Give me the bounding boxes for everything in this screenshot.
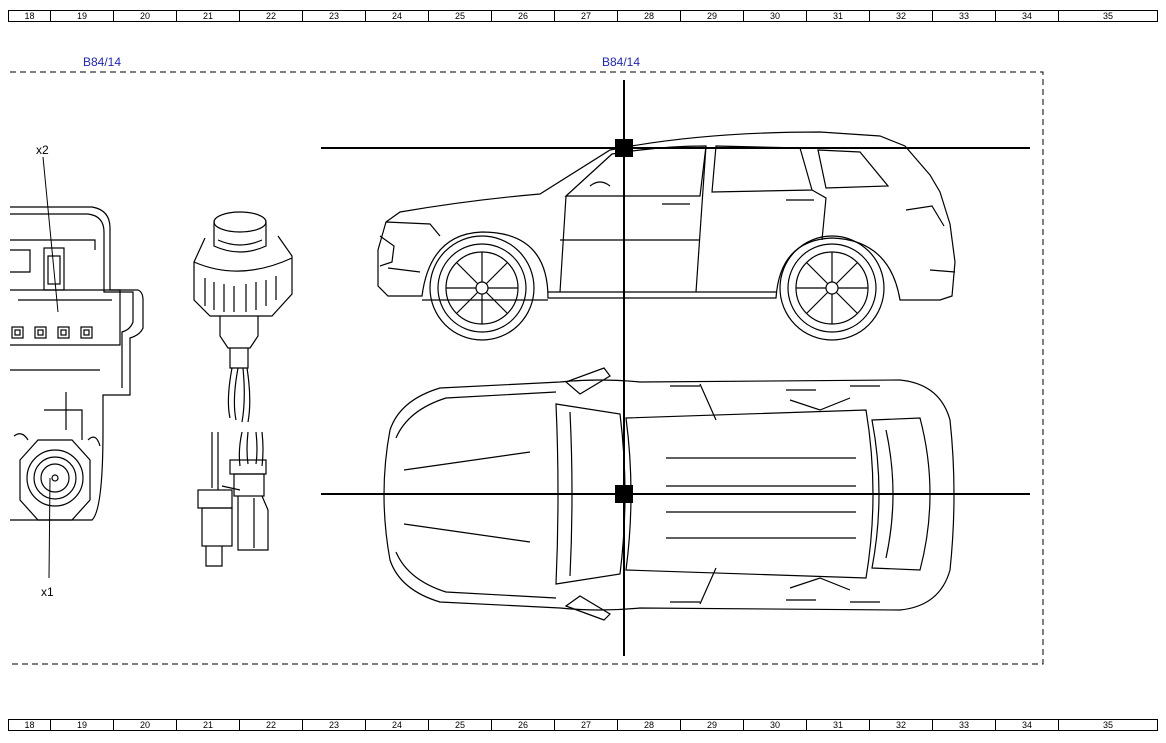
bottom-ruler-cell: 33 <box>933 720 996 730</box>
component-ref-left[interactable]: B84/14 <box>83 55 122 69</box>
bottom-ruler-cell: 27 <box>555 720 618 730</box>
bottom-ruler-cell: 22 <box>240 720 303 730</box>
location-marker-top <box>615 485 633 503</box>
bottom-ruler-cell: 31 <box>807 720 870 730</box>
top-ruler-cell: 23 <box>303 11 366 21</box>
bottom-ruler-cell: 24 <box>366 720 429 730</box>
top-ruler-cell: 28 <box>618 11 681 21</box>
front-wheel <box>429 235 535 341</box>
bottom-ruler-cell: 32 <box>870 720 933 730</box>
top-ruler-cell: 21 <box>177 11 240 21</box>
top-ruler-cell: 25 <box>429 11 492 21</box>
rear-wheel <box>779 235 885 341</box>
top-ruler-cell: 24 <box>366 11 429 21</box>
top-ruler-cell: 19 <box>51 11 114 21</box>
top-ruler-cell: 31 <box>807 11 870 21</box>
bottom-ruler-cell: 21 <box>177 720 240 730</box>
top-ruler-cell: 34 <box>996 11 1059 21</box>
bottom-ruler-cell: 23 <box>303 720 366 730</box>
top-ruler-cell: 20 <box>114 11 177 21</box>
top-ruler-cell: 35 <box>1102 11 1113 21</box>
bottom-ruler-cell: 18 <box>9 720 51 730</box>
component-ref-right[interactable]: B84/14 <box>602 55 641 69</box>
camera-module-drawing <box>193 211 293 567</box>
bottom-ruler-cell: 30 <box>744 720 807 730</box>
location-marker-side <box>615 139 633 157</box>
pin-row <box>11 326 93 339</box>
top-ruler-cell: 26 <box>492 11 555 21</box>
bottom-ruler-cell: 26 <box>492 720 555 730</box>
detail-frame <box>10 71 1044 665</box>
camera-lens <box>19 439 91 521</box>
vehicle-side-view <box>377 131 956 341</box>
bottom-ruler-cell: 35 <box>1102 720 1113 730</box>
callout-x1-label: x1 <box>41 585 54 599</box>
top-ruler-cell: 22 <box>240 11 303 21</box>
top-ruler-cell: 27 <box>555 11 618 21</box>
top-ruler-cell: 32 <box>870 11 933 21</box>
bottom-ruler-cell: 34 <box>996 720 1059 730</box>
callout-x2-label: x2 <box>36 143 49 157</box>
bottom-ruler-cell: 29 <box>681 720 744 730</box>
location-markers <box>321 80 1030 656</box>
top-ruler-cell: 29 <box>681 11 744 21</box>
bottom-ruler-cell: 20 <box>114 720 177 730</box>
top-ruler-cell: 33 <box>933 11 996 21</box>
camera-housing-drawing <box>10 156 144 579</box>
top-ruler-cell: 30 <box>744 11 807 21</box>
bottom-ruler-cell: 19 <box>51 720 114 730</box>
bottom-ruler-cell: 25 <box>429 720 492 730</box>
bottom-ruler-cell: 28 <box>618 720 681 730</box>
top-ruler-cell: 18 <box>9 11 51 21</box>
